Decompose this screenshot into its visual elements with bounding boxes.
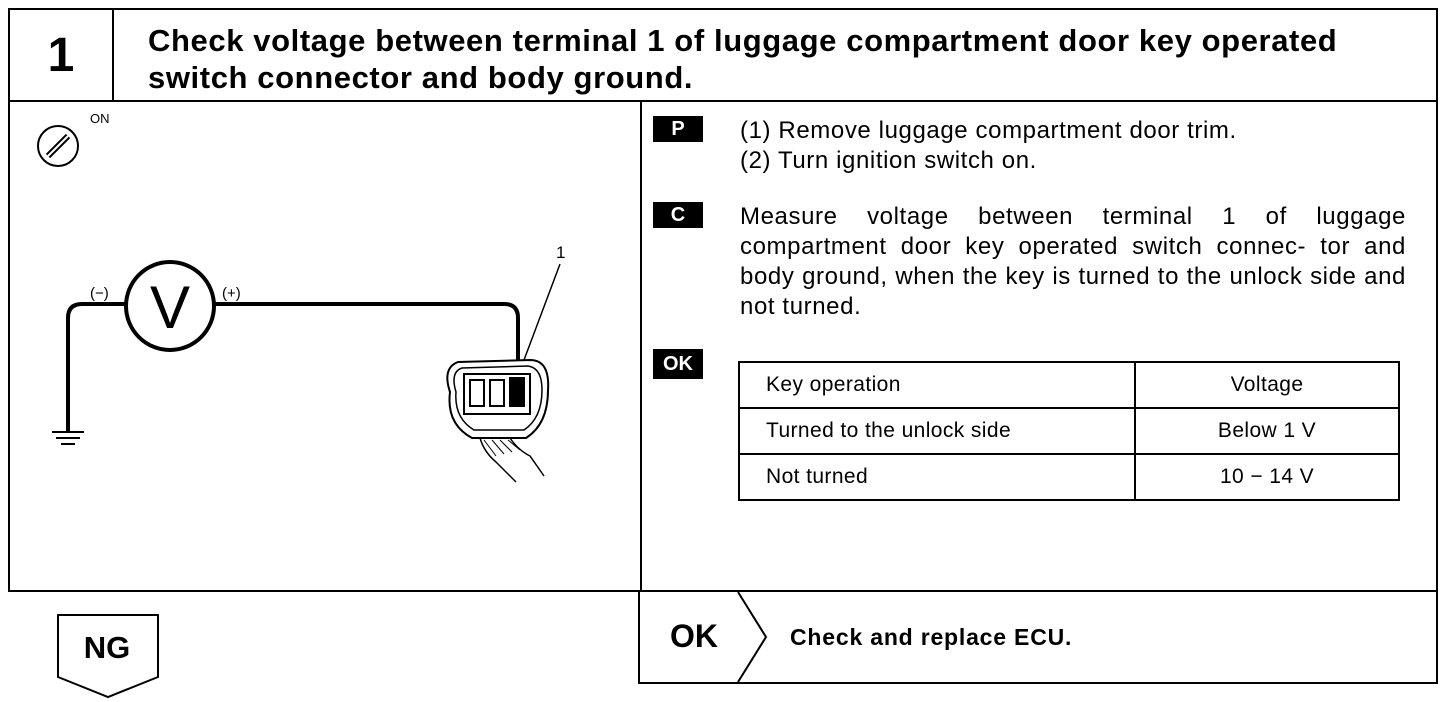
measure-instruction: Measure voltage between terminal 1 of lu… xyxy=(740,203,1406,320)
plus-probe-label: (+) xyxy=(222,285,241,302)
procedure-badge: P xyxy=(653,116,703,142)
switch-connector-icon xyxy=(446,358,550,483)
check-badge: C xyxy=(653,202,703,228)
terminal-number-label: 1 xyxy=(556,243,565,262)
ng-arrow-box xyxy=(57,614,159,699)
table-row: Turned to the unlock side Below 1 V xyxy=(738,407,1400,455)
ground-symbol-icon xyxy=(52,431,84,445)
table-cell-key-operation: Turned to the unlock side xyxy=(738,407,1136,455)
step-title: Check voltage between terminal 1 of lugg… xyxy=(148,23,1338,95)
procedure-step-2: (2) Turn ignition switch on. xyxy=(740,147,1037,174)
table-row: Not turned 10 − 14 V xyxy=(738,453,1400,501)
minus-probe-label: (−) xyxy=(90,285,109,302)
wiring-diagram: ON (−) V (+) 1 xyxy=(37,111,565,483)
body-divider xyxy=(640,102,642,590)
procedure-step-1: (1) Remove luggage compartment door trim… xyxy=(740,117,1237,144)
ignition-key-icon xyxy=(37,125,79,167)
chevron-right-icon xyxy=(737,591,768,683)
ok-result-label: OK xyxy=(670,618,718,654)
table-header-key-operation: Key operation xyxy=(738,361,1136,409)
table-cell-voltage: Below 1 V xyxy=(1134,407,1400,455)
step-number: 1 xyxy=(47,28,75,82)
voltage-spec-table: Key operation Voltage Turned to the unlo… xyxy=(738,361,1400,501)
ng-result-label: NG xyxy=(83,630,131,665)
table-header-voltage: Voltage xyxy=(1134,361,1400,409)
step-number-cell: 1 xyxy=(10,10,114,100)
table-header-row: Key operation Voltage xyxy=(738,361,1400,409)
ok-spec-badge: OK xyxy=(653,349,703,379)
voltmeter-label: V xyxy=(150,274,190,341)
table-cell-key-operation: Not turned xyxy=(738,453,1136,501)
step-header: 1 Check voltage between terminal 1 of lu… xyxy=(8,8,1438,102)
table-cell-voltage: 10 − 14 V xyxy=(1134,453,1400,501)
ok-result-box: OK Check and replace ECU. xyxy=(638,590,1438,684)
ok-result-action: Check and replace ECU. xyxy=(790,624,1073,650)
ignition-on-label: ON xyxy=(90,111,110,126)
